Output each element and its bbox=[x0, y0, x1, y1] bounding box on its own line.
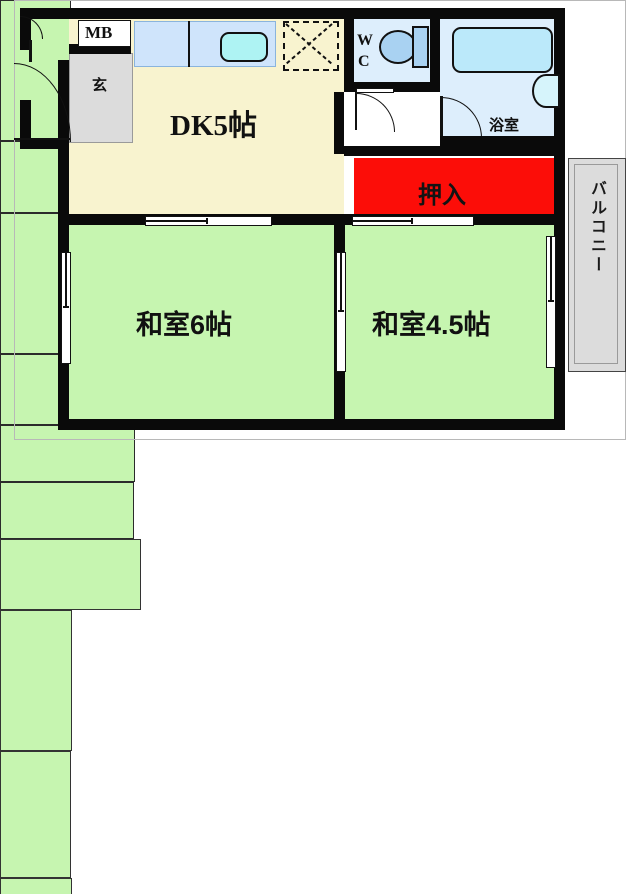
room-closet-label: 押入 bbox=[418, 182, 466, 209]
meter-box bbox=[78, 20, 131, 47]
appliance-space-cross-icon bbox=[285, 23, 333, 65]
floor-plan-diagram: 玄 MB DK5帖 W C 浴室 押入 bbox=[0, 0, 626, 894]
wc-door-opening bbox=[356, 88, 394, 93]
room-bath-label: 浴室 bbox=[489, 117, 520, 134]
wc-wall-left bbox=[344, 8, 354, 92]
room-washitsu6-label: 和室6帖 bbox=[136, 310, 233, 340]
exterior-wall-bottom bbox=[58, 419, 565, 430]
window-washitsu45-right[interactable] bbox=[546, 236, 556, 368]
tatami-mat bbox=[0, 610, 72, 751]
genkan-step-wall bbox=[69, 44, 131, 54]
bathtub-icon bbox=[452, 27, 553, 73]
entrance-door-leaf bbox=[29, 40, 32, 62]
exterior-wall-left-lower bbox=[58, 60, 69, 430]
room-washitsu45-label: 和室4.5帖 bbox=[372, 310, 491, 340]
kitchen-sink bbox=[220, 32, 268, 62]
closet-wall-top bbox=[344, 146, 565, 156]
entrance-threshold bbox=[14, 138, 70, 140]
room-closet-floor bbox=[354, 158, 554, 216]
kitchen-counter-divider bbox=[188, 21, 190, 67]
exterior-wall-top bbox=[20, 8, 565, 19]
room-washitsu45-floor bbox=[345, 225, 554, 419]
entrance-recess-wall-bottom bbox=[20, 139, 70, 149]
interior-wall-dk-right bbox=[334, 92, 344, 154]
genkan-label: 玄 bbox=[92, 77, 108, 94]
sliding-door-dk-to-washitsu45[interactable] bbox=[352, 216, 474, 226]
wc-wall-right bbox=[430, 8, 440, 92]
balcony-inner-line bbox=[574, 164, 618, 364]
tatami-mat bbox=[0, 539, 141, 610]
tatami-mat bbox=[0, 751, 71, 878]
balcony-label: バルコニー bbox=[588, 180, 605, 275]
interior-wall-horizontal bbox=[58, 214, 565, 225]
tatami-mat bbox=[0, 482, 134, 539]
room-dk-label: DK5帖 bbox=[170, 110, 258, 142]
room-genkan-floor bbox=[69, 53, 133, 143]
sliding-door-dk-to-washitsu6[interactable] bbox=[145, 216, 272, 226]
window-washitsu6-left[interactable] bbox=[61, 252, 71, 364]
balcony-area bbox=[568, 158, 626, 372]
wc-label-w: W bbox=[357, 32, 373, 49]
tatami-mat bbox=[0, 878, 72, 894]
wc-label-c: C bbox=[358, 53, 370, 70]
toilet-tank-icon bbox=[412, 26, 429, 68]
meter-box-label: MB bbox=[85, 23, 113, 42]
wc-wall-bottom bbox=[344, 82, 440, 92]
washbasin-icon bbox=[532, 74, 560, 108]
interior-wall-bath-bottom bbox=[440, 136, 565, 146]
appliance-space bbox=[283, 21, 339, 71]
room-washitsu6-floor bbox=[69, 225, 334, 419]
sliding-door-between-rooms[interactable] bbox=[336, 252, 346, 372]
